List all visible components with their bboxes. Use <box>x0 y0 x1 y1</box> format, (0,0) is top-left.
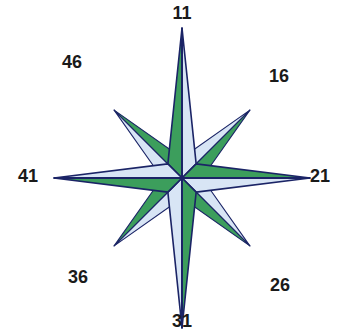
main-point <box>168 178 182 328</box>
point-number: 41 <box>18 167 38 185</box>
center-line <box>181 28 183 178</box>
main-point <box>182 164 310 178</box>
point-number: 11 <box>172 4 191 22</box>
main-point <box>182 178 196 328</box>
main-point <box>54 178 182 192</box>
point-number: 16 <box>269 67 289 85</box>
center-line <box>54 177 182 179</box>
point-number: 31 <box>172 312 192 330</box>
point-number: 21 <box>310 167 330 185</box>
point-number: 36 <box>68 268 88 286</box>
main-point <box>168 28 182 178</box>
point-number: 26 <box>270 276 290 294</box>
center-line <box>181 178 183 328</box>
main-point <box>182 178 310 192</box>
main-point <box>54 164 182 178</box>
point-number: 46 <box>62 53 82 71</box>
main-point <box>182 28 196 178</box>
center-line <box>182 177 310 179</box>
